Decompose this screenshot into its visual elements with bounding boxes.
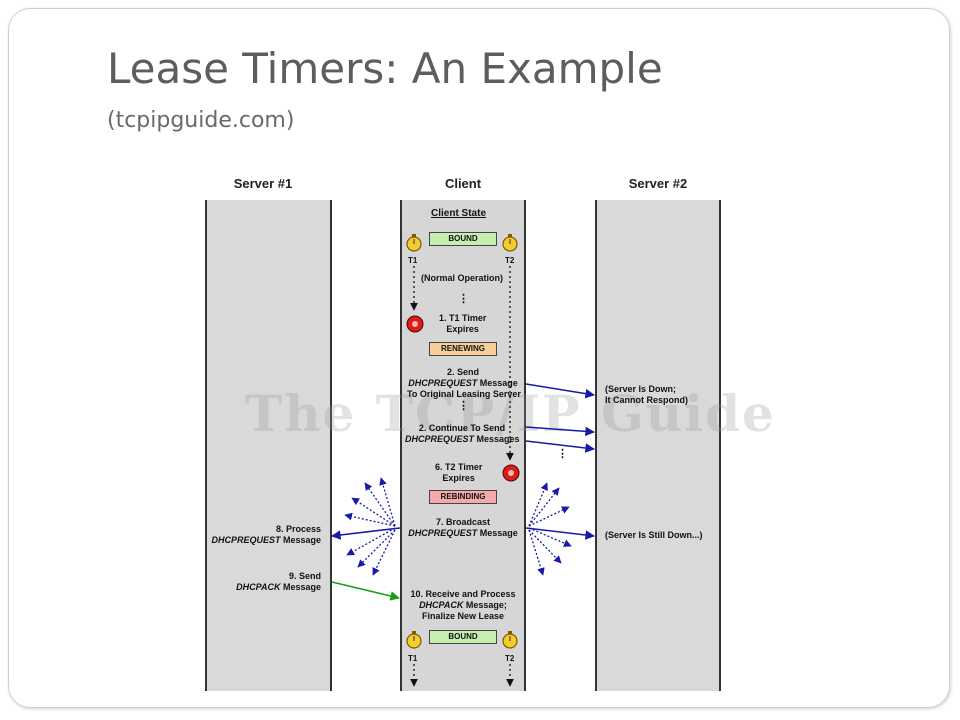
ellipsis-2: ⋮ bbox=[458, 400, 469, 412]
alarm-icon bbox=[502, 464, 520, 482]
server1-lane bbox=[205, 200, 332, 691]
client-heading: Client bbox=[444, 176, 482, 191]
ellipsis-1: ⋮ bbox=[458, 293, 469, 305]
slide-title: Lease Timers: An Example bbox=[107, 44, 663, 93]
step10-label: 10. Receive and Process DHCPACK Message;… bbox=[410, 589, 516, 621]
step2-label: 2. Send DHCPREQUEST Message To Original … bbox=[407, 367, 521, 399]
stopwatch-icon bbox=[406, 631, 422, 649]
t1-timer-label-final: T1 bbox=[408, 654, 418, 663]
server2-heading: Server #2 bbox=[628, 176, 688, 191]
slide-frame bbox=[8, 8, 950, 708]
t2-timer-label: T2 bbox=[505, 256, 515, 265]
step7-label: 7. Broadcast DHCPREQUEST Message bbox=[408, 517, 518, 538]
watermark: The TCP/IP Guide bbox=[245, 384, 776, 443]
t2-timer-label-final: T2 bbox=[505, 654, 515, 663]
t1-timer-label: T1 bbox=[408, 256, 418, 265]
server2-lane bbox=[595, 200, 721, 691]
stopwatch-icon bbox=[502, 631, 518, 649]
step2b-label: 2. Continue To Send DHCPREQUEST Messages bbox=[405, 423, 520, 444]
stopwatch-icon bbox=[406, 234, 422, 252]
state-renewing-badge: RENEWING bbox=[429, 342, 497, 356]
normal-operation-label: (Normal Operation) bbox=[421, 273, 504, 283]
client-lane bbox=[400, 200, 526, 691]
step8-label: 8. Process DHCPREQUEST Message bbox=[211, 524, 321, 545]
state-bound-badge-final: BOUND bbox=[429, 630, 497, 644]
stopwatch-icon bbox=[502, 234, 518, 252]
step9-label: 9. Send DHCPACK Message bbox=[236, 571, 321, 592]
state-rebinding-badge: REBINDING bbox=[429, 490, 497, 504]
ellipsis-3: ⋮ bbox=[557, 448, 568, 460]
client-state-heading: Client State bbox=[431, 208, 487, 219]
state-bound-badge: BOUND bbox=[429, 232, 497, 246]
slide-subtitle: (tcpipguide.com) bbox=[107, 108, 295, 133]
server1-heading: Server #1 bbox=[233, 176, 293, 191]
alarm-icon bbox=[406, 315, 424, 333]
lease-timer-diagram: Server #1 Client Server #2 The TCP/IP Gu… bbox=[195, 170, 774, 700]
diagram-arrows bbox=[331, 234, 595, 687]
server-still-down-note: (Server Is Still Down...) bbox=[605, 530, 703, 540]
server-down-note: (Server Is Down; It Cannot Respond) bbox=[605, 384, 688, 405]
